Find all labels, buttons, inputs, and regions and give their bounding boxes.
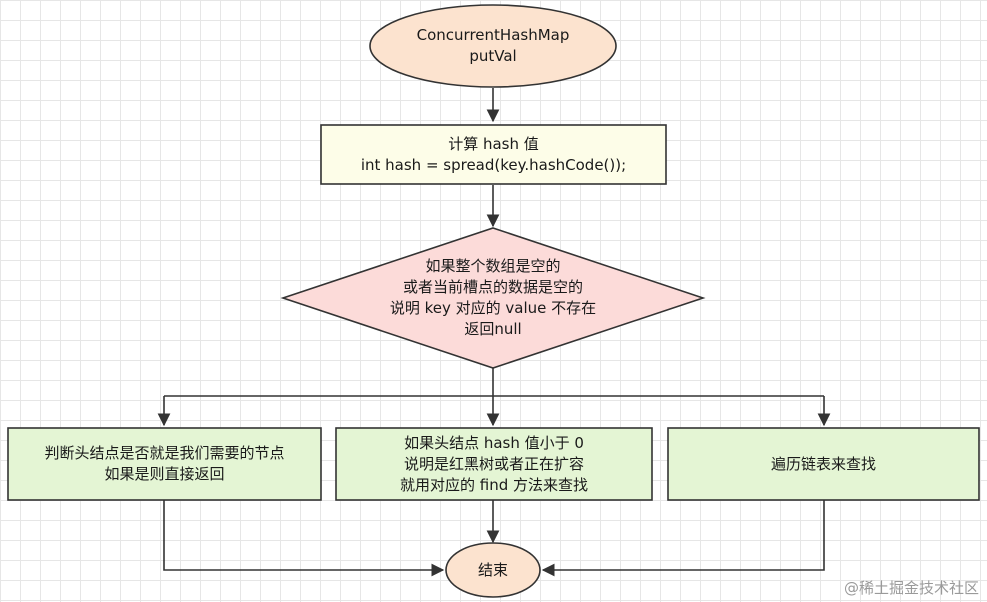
compute-hash-node-label: 计算 hash 值 int hash = spread(key.hashCode… [321, 125, 666, 184]
compute-hash-node-shape [320, 124, 667, 185]
end-node-label: 结束 [446, 543, 540, 597]
connectors [157, 88, 831, 577]
check-empty-node-shape [280, 227, 706, 369]
traverse-line-1: 遍历链表来查找 [770, 454, 876, 473]
check-empty-line-4: 返回null [464, 320, 522, 338]
traverse-node-shape [667, 427, 980, 501]
end-node-shape [445, 542, 541, 598]
head-match-line-2: 如果是则直接返回 [104, 465, 225, 483]
hash-negative-line-2: 说明是红黑树或者正在扩容 [403, 454, 584, 473]
head-match-node-label: 判断头结点是否就是我们需要的节点 如果是则直接返回 [8, 428, 321, 500]
head-match-line-1: 判断头结点是否就是我们需要的节点 [44, 444, 285, 462]
end-line-1: 结束 [477, 560, 508, 579]
head-match-node-shape [7, 427, 322, 501]
arrow-head-match-to-end [163, 500, 445, 577]
check-empty-line-2: 或者当前槽点的数据是空的 [402, 278, 583, 296]
start-node-shape [369, 4, 617, 88]
compute-hash-line-1: 计算 hash 值 [448, 134, 539, 153]
check-empty-node-label: 如果整个数组是空的 或者当前槽点的数据是空的 说明 key 对应的 value … [343, 252, 643, 344]
hash-negative-line-1: 如果头结点 hash 值小于 0 [404, 433, 584, 452]
compute-hash-line-2: int hash = spread(key.hashCode()); [360, 155, 627, 174]
traverse-node-label: 遍历链表来查找 [668, 428, 979, 500]
check-empty-line-3: 说明 key 对应的 value 不存在 [389, 299, 597, 317]
hash-negative-node-shape [335, 427, 653, 501]
watermark: @稀土掘金技术社区 [843, 579, 979, 597]
start-line-2: putVal [469, 47, 517, 65]
check-empty-line-1: 如果整个数组是空的 [425, 257, 561, 275]
start-node-label: ConcurrentHashMap putVal [370, 6, 616, 86]
hash-negative-node-label: 如果头结点 hash 值小于 0 说明是红黑树或者正在扩容 就用对应的 find… [336, 428, 652, 500]
start-line-1: ConcurrentHashMap [416, 26, 570, 44]
arrow-traverse-to-end [541, 500, 825, 577]
hash-negative-line-3: 就用对应的 find 方法来查找 [399, 475, 588, 494]
